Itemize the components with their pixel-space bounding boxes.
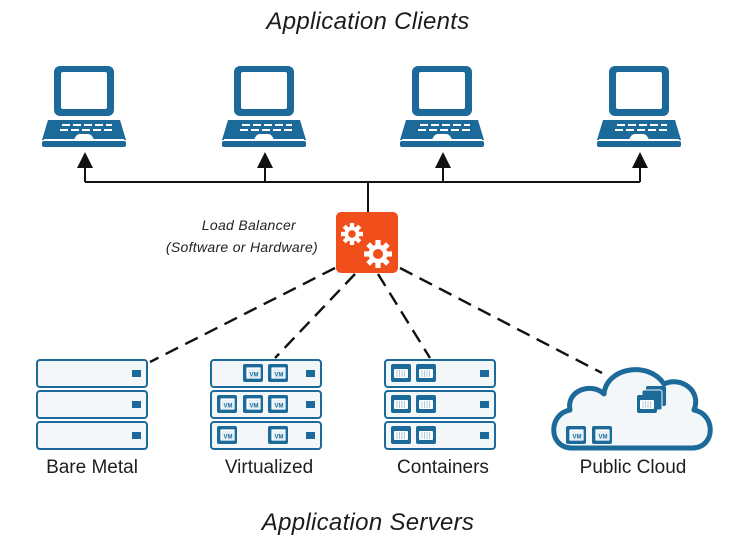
server-unit [36, 421, 148, 450]
container-icon [390, 425, 412, 445]
gears-icon [341, 223, 392, 268]
laptop-icon [597, 66, 681, 147]
clients-title: Application Clients [266, 8, 470, 35]
vm-icon [216, 394, 238, 414]
laptop-icon [222, 66, 306, 147]
servers-title: Application Servers [261, 509, 475, 536]
label-containers: Containers [397, 457, 489, 478]
dash-public-cloud [399, 266, 603, 375]
vm-icon [565, 425, 587, 445]
laptop-icon [400, 66, 484, 147]
label-public-cloud: Public Cloud [579, 457, 687, 478]
server-unit [36, 359, 148, 388]
server-public-cloud[interactable] [551, 367, 713, 451]
dash-containers [376, 273, 432, 359]
container-icon [415, 425, 437, 445]
load-balancer-sublabel: (Software or Hardware) [165, 239, 318, 255]
vm-icon [242, 394, 264, 414]
vm-icon [591, 425, 613, 445]
label-virtualized: Virtualized [224, 457, 314, 478]
vm-icon [242, 363, 264, 383]
container-icon [415, 363, 437, 383]
load-balancer-node[interactable] [336, 212, 398, 273]
container-stack-icon [636, 386, 666, 414]
container-icon [390, 394, 412, 414]
container-icon [415, 394, 437, 414]
server-virtualized[interactable] [210, 359, 322, 450]
server-unit [210, 359, 322, 388]
server-unit [36, 390, 148, 419]
vm-icon [267, 425, 289, 445]
server-bare-metal[interactable] [36, 359, 148, 450]
server-containers[interactable] [384, 359, 496, 450]
dash-bare-metal [149, 266, 336, 364]
server-connectors [149, 266, 603, 375]
container-icon [390, 363, 412, 383]
label-bare-metal: Bare Metal [46, 457, 138, 478]
dash-virtualized [274, 273, 356, 359]
client-connectors [77, 152, 648, 212]
laptop-icon [42, 66, 126, 147]
vm-icon [216, 425, 238, 445]
vm-icon [267, 363, 289, 383]
load-balancer-label: Load Balancer [201, 217, 296, 233]
vm-icon [267, 394, 289, 414]
